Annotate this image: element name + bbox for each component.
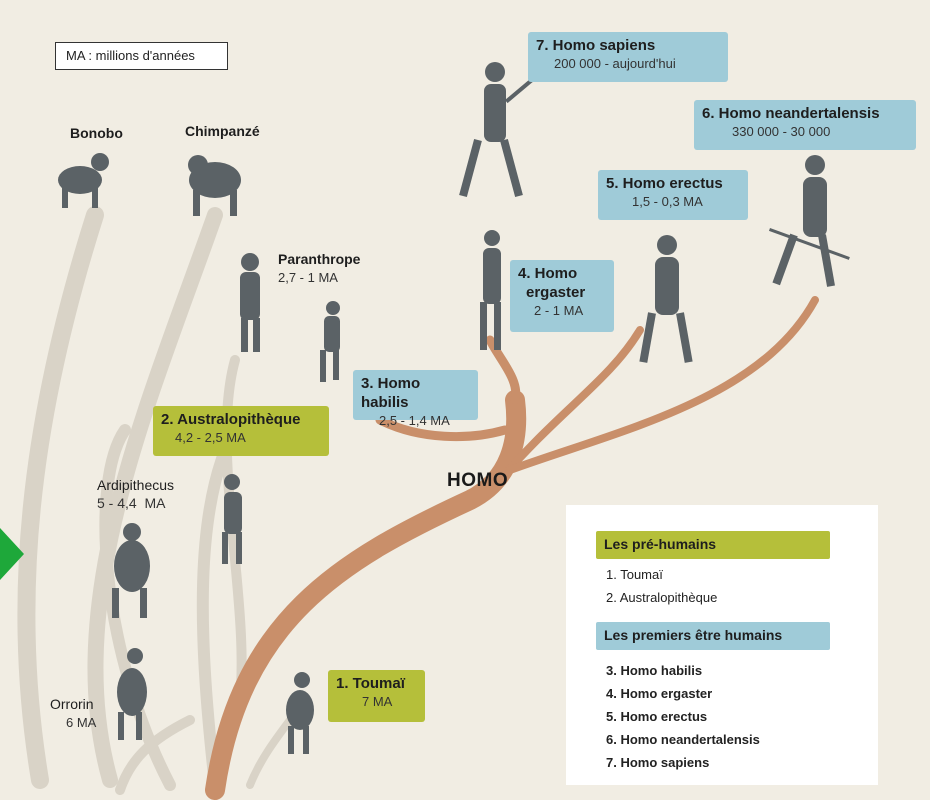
- legend-item: 2. Australopithèque: [606, 590, 718, 605]
- label-toumai: 1. Toumaï 7 MA: [328, 670, 425, 722]
- label-homo-neandertalensis: 6. Homo neandertalensis 330 000 - 30 000: [694, 100, 916, 150]
- species-name: 3. Homo habilis: [361, 375, 421, 411]
- legend-humans-heading: Les premiers être humains: [596, 622, 830, 650]
- species-name-line1: 4. Homo: [518, 265, 578, 282]
- legend-item: 4. Homo ergaster: [606, 686, 713, 701]
- orrorin-date: 6 MA: [66, 715, 97, 730]
- species-name: 5. Homo erectus: [606, 175, 723, 192]
- legend-prehumans-heading: Les pré-humains: [596, 531, 830, 559]
- label-orrorin: Orrorin 6 MA: [50, 695, 96, 731]
- legend-prehumans-list: 1. Toumaï 2. Australopithèque: [606, 563, 717, 609]
- paranthrope-date: 2,7 - 1 MA: [278, 270, 338, 285]
- paranthrope-name: Paranthrope: [278, 251, 361, 267]
- legend: Les pré-humains 1. Toumaï 2. Australopit…: [566, 505, 878, 785]
- species-date: 4,2 - 2,5 MA: [175, 430, 246, 445]
- species-name: 7. Homo sapiens: [536, 37, 656, 54]
- species-name-line2: ergaster: [526, 284, 586, 301]
- homo-genus-label: HOMO: [447, 470, 509, 491]
- species-date: 330 000 - 30 000: [732, 124, 831, 139]
- label-paranthrope: Paranthrope 2,7 - 1 MA: [278, 250, 360, 286]
- legend-item: 7. Homo sapiens: [606, 755, 710, 770]
- label-bonobo: Bonobo: [70, 124, 123, 143]
- label-australopitheque: 2. Australopithèque 4,2 - 2,5 MA: [153, 406, 329, 456]
- abbreviation-note: MA : millions d'années: [55, 42, 228, 70]
- ardipithecus-date: 5 - 4,4 MA: [97, 495, 166, 511]
- species-date: 7 MA: [362, 694, 393, 709]
- orrorin-name: Orrorin: [50, 696, 94, 712]
- legend-item: 5. Homo erectus: [606, 709, 708, 724]
- legend-item: 6. Homo neandertalensis: [606, 732, 760, 747]
- species-name: 2. Australopithèque: [161, 411, 301, 428]
- legend-humans-list: 3. Homo habilis 4. Homo ergaster 5. Homo…: [606, 659, 760, 774]
- label-homo-erectus: 5. Homo erectus 1,5 - 0,3 MA: [598, 170, 748, 220]
- species-date: 2,5 - 1,4 MA: [379, 413, 450, 428]
- label-homo-habilis: 3. Homo habilis 2,5 - 1,4 MA: [353, 370, 478, 428]
- species-date: 2 - 1 MA: [534, 303, 584, 318]
- label-chimpanze: Chimpanzé: [185, 122, 260, 141]
- pointer-arrow-icon: [0, 528, 24, 580]
- bonobo-name: Bonobo: [70, 125, 123, 141]
- species-name: 6. Homo neandertalensis: [702, 105, 880, 122]
- label-ardipithecus: Ardipithecus 5 - 4,4 MA: [97, 476, 174, 512]
- label-homo-ergaster: 4. Homo ergaster 2 - 1 MA: [510, 260, 614, 332]
- label-homo-sapiens: 7. Homo sapiens 200 000 - aujourd'hui: [528, 32, 728, 82]
- chimpanze-name: Chimpanzé: [185, 123, 260, 139]
- legend-item: 3. Homo habilis: [606, 663, 703, 678]
- ardipithecus-name: Ardipithecus: [97, 477, 175, 493]
- legend-item: 1. Toumaï: [606, 567, 663, 582]
- species-name: 1. Toumaï: [336, 675, 405, 692]
- species-date: 1,5 - 0,3 MA: [632, 194, 703, 209]
- species-date: 200 000 - aujourd'hui: [554, 56, 676, 71]
